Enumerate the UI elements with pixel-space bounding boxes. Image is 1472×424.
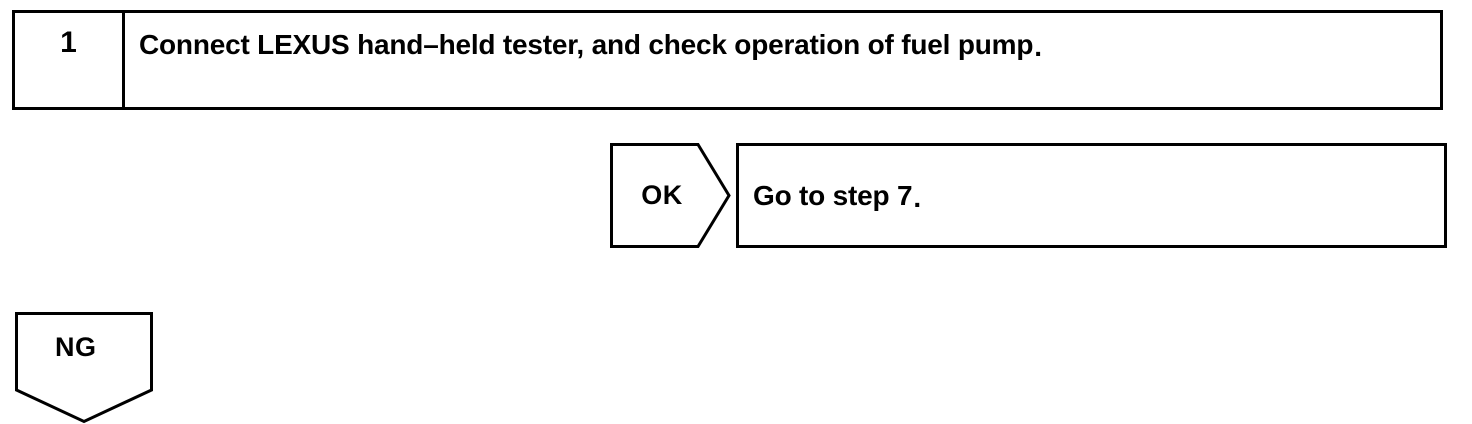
- ng-tag-label: NG: [55, 332, 97, 362]
- step-number-cell: 1: [15, 13, 125, 107]
- pentagon-arrow-right-icon: [610, 143, 731, 248]
- ok-result-box: Go to step 7.: [736, 143, 1447, 248]
- ok-tag: OK: [610, 143, 731, 248]
- ok-result-text: Go to step 7.: [753, 179, 921, 213]
- ok-branch: OK Go to step 7.: [610, 143, 1447, 248]
- ok-result-body: Go to step 7: [753, 179, 913, 211]
- step-instruction: Connect LEXUS hand–held tester, and chec…: [139, 29, 1042, 62]
- step-instruction-cell: Connect LEXUS hand–held tester, and chec…: [125, 13, 1440, 107]
- step-instruction-body: Connect LEXUS hand–held tester, and chec…: [139, 29, 1034, 60]
- ok-result-period: .: [913, 181, 921, 213]
- step-row: 1 Connect LEXUS hand–held tester, and ch…: [12, 10, 1443, 110]
- ng-tag: NG: [15, 312, 155, 424]
- step-number: 1: [60, 26, 77, 59]
- pentagon-arrow-down-icon: [15, 312, 153, 424]
- ok-tag-label: OK: [641, 180, 683, 210]
- step-instruction-period: .: [1034, 31, 1042, 62]
